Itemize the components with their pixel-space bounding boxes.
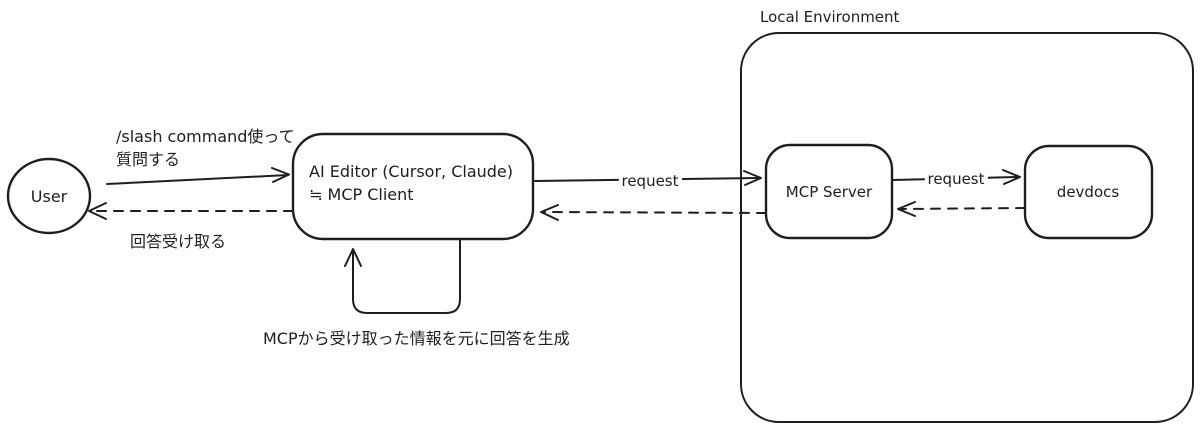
edge-editor-to-user-label: 回答受け取る [130,232,226,251]
user-node [6,157,92,235]
arrowhead-up-icon [344,248,362,267]
edge-devdocs-to-server [897,201,1026,217]
edge-server-to-devdocs [892,169,1021,185]
arrowhead-right-icon [271,167,290,183]
edge-server-to-devdocs-label: request [927,170,984,188]
arrowhead-right-icon [1002,169,1021,185]
arrowhead-left-icon [540,204,559,221]
edge-editor-to-server [534,170,762,186]
edge-user-to-editor-label-line1: /slash command使って [116,127,295,146]
arrowhead-left-icon [897,201,916,217]
ai-editor-node-label-line1: AI Editor (Cursor, Claude) [309,162,513,181]
edge-editor-to-server-label: request [621,172,678,190]
local-environment-box [740,32,1194,423]
arrowhead-left-icon [88,202,107,220]
mcp-server-node [764,143,894,240]
edge-server-to-editor [540,204,767,221]
user-node-label: User [31,187,68,206]
edge-editor-to-user [88,202,294,220]
ai-editor-node [291,132,535,241]
local-environment-label: Local Environment [760,8,900,26]
edge-user-to-editor-label-line2: 質問する [116,150,180,169]
devdocs-node [1023,144,1154,240]
edge-user-to-editor [106,167,290,185]
mcp-server-node-label: MCP Server [786,183,873,201]
ai-editor-node-label-line2: ≒ MCP Client [309,185,414,204]
edge-editor-self-loop-label: MCPから受け取った情報を元に回答を生成 [263,329,570,348]
arrowhead-right-icon [743,170,762,186]
devdocs-node-label: devdocs [1057,183,1120,201]
edge-editor-self-loop [344,239,461,314]
